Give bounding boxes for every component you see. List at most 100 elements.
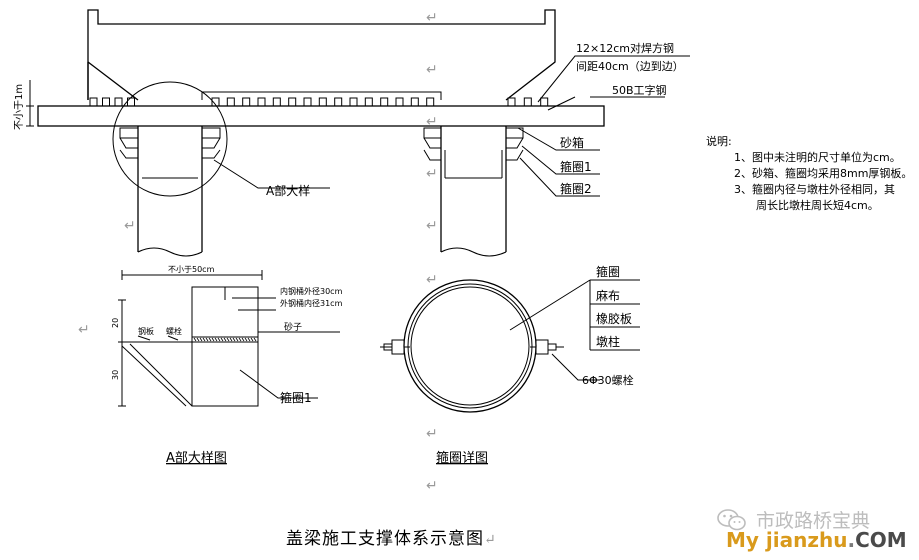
outer-cylinder — [191, 341, 259, 407]
steel-square — [523, 97, 532, 107]
steel-plate-label: 钢板 — [138, 326, 154, 336]
sand-hatch — [235, 337, 239, 342]
outer-cyl-label: 外钢桶内径31cm — [280, 298, 343, 308]
dim-20-label: 20 — [111, 318, 120, 328]
note-item: 2、砂箱、箍圈均采用8mm厚钢板。 — [734, 167, 913, 180]
detail-hoop-label: 箍圈1 — [280, 390, 312, 405]
watermark-url-dot: . — [847, 528, 856, 552]
sand-hatch — [217, 337, 221, 342]
column-right — [423, 126, 524, 257]
steel-square — [89, 97, 98, 107]
bolt-lug-right — [535, 339, 549, 355]
return-mark: ↵ — [484, 532, 497, 548]
detail-a-drawing: 不小于50cm 内钢桶外径30cm 外钢桶内径31cm 砂子 钢板 螺栓 20 — [111, 265, 343, 466]
detail-a-label: A部大样 — [266, 183, 310, 198]
hoop-outer-ring — [403, 279, 537, 413]
steel-square — [349, 97, 358, 107]
caption-text: 盖梁施工支撑体系示意图 — [286, 529, 484, 549]
steel-square — [242, 97, 251, 107]
steel-square — [114, 97, 123, 107]
sand-hatch — [238, 337, 242, 342]
detail-a-circle — [112, 81, 228, 197]
wechat-logo-icon — [717, 509, 746, 531]
steel-square — [507, 97, 516, 107]
hoop-inner-ring — [407, 283, 533, 409]
hoop2-label: 箍圈2 — [560, 181, 592, 196]
column-left — [112, 81, 228, 257]
dim-min50: 不小于50cm — [168, 265, 215, 274]
leader-sandbox — [517, 127, 600, 151]
notes-block: 说明: 1、图中未注明的尺寸单位为cm。 2、砂箱、箍圈均采用8mm厚钢板。 3… — [706, 134, 916, 214]
bolt-spec-label: 6Φ30螺栓 — [582, 373, 634, 387]
note-item: 3、箍圈内径与墩柱外径相同，其 — [734, 183, 895, 196]
steel-square — [226, 97, 235, 107]
steel-square — [410, 97, 419, 107]
leader-hoop1 — [521, 145, 600, 175]
sand-hatch — [196, 337, 200, 342]
steel-square-label: 12×12cm对焊方钢 — [576, 41, 674, 55]
watermark-url-tld: COM — [855, 528, 907, 552]
steel-square — [303, 97, 312, 107]
sand-label: 砂子 — [284, 321, 302, 333]
cap-beam-elevation: 12×12cm对焊方钢 间距40cm（边到边） 50B工字钢 砂箱 箍圈1 箍圈… — [13, 9, 690, 257]
return-mark: ↵ — [426, 426, 438, 442]
bolt-label: 螺栓 — [166, 326, 182, 336]
return-mark: ↵ — [78, 322, 90, 338]
sand-hatch — [220, 337, 224, 342]
return-marks: ↵ ↵ ↵ ↵ ↵ ↵ ↵ ↵ ↵ ↵ — [78, 10, 438, 494]
column-section — [410, 286, 530, 406]
notes-title: 说明: — [706, 135, 732, 148]
inner-cyl-label: 内钢桶外径30cm — [280, 286, 343, 296]
return-mark: ↵ — [426, 62, 438, 78]
sand-hatch — [193, 337, 197, 342]
return-mark: ↵ — [426, 218, 438, 234]
sand-hatch — [208, 337, 212, 342]
return-mark: ↵ — [426, 10, 438, 26]
bolt-lug-left — [391, 339, 405, 355]
steel-square — [257, 97, 266, 107]
leader-hoop-table — [509, 279, 591, 331]
sand-hatch — [241, 337, 245, 342]
sand-hatch — [214, 337, 218, 342]
leader-detail-a — [213, 159, 330, 189]
leader-bolt — [551, 353, 600, 381]
leader-hoop2 — [519, 157, 600, 197]
sand-hatch — [244, 337, 248, 342]
i-beam-label: 50B工字钢 — [612, 83, 667, 97]
sandbox-label: 砂箱 — [560, 135, 584, 150]
note-item: 周长比墩柱周长短4cm。 — [756, 199, 879, 212]
hoop-label: 箍圈 — [596, 264, 620, 279]
leader-steel-square — [537, 55, 690, 103]
return-mark: ↵ — [426, 166, 438, 182]
hemp-label: 麻布 — [596, 288, 620, 303]
rubber-label: 橡胶板 — [596, 311, 632, 326]
cap-beam-outline — [87, 9, 556, 101]
steel-square — [380, 97, 389, 107]
steel-square — [272, 97, 281, 107]
sand-hatch — [232, 337, 236, 342]
steel-square — [318, 97, 327, 107]
hoop1-label: 箍圈1 — [560, 159, 592, 174]
figure-caption: 盖梁施工支撑体系示意图↵ — [286, 524, 497, 549]
dim-30-label: 30 — [111, 370, 120, 380]
sand-hatch — [250, 337, 254, 342]
hoop-detail-drawing: 箍圈 麻布 橡胶板 墩柱 6Φ30螺栓 箍圈详图 — [380, 264, 640, 466]
detail-a-title: A部大样图 — [166, 451, 227, 466]
sand-hatch — [226, 337, 230, 342]
steel-square — [288, 97, 297, 107]
sand-hatch — [199, 337, 203, 342]
cap-beam-chamfer-left — [87, 61, 139, 101]
return-mark: ↵ — [426, 114, 438, 130]
note-item: 1、图中未注明的尺寸单位为cm。 — [734, 151, 901, 164]
watermark-url-main: My jianzhu — [726, 528, 848, 552]
steel-square — [540, 97, 549, 107]
return-mark: ↵ — [426, 272, 438, 288]
sand-hatch — [247, 337, 251, 342]
sand-hatch — [202, 337, 206, 342]
cap-beam-mid — [201, 91, 442, 100]
sand-hatch — [229, 337, 233, 342]
steel-square — [211, 97, 220, 107]
steel-square-row — [89, 97, 549, 107]
return-mark: ↵ — [124, 218, 136, 234]
